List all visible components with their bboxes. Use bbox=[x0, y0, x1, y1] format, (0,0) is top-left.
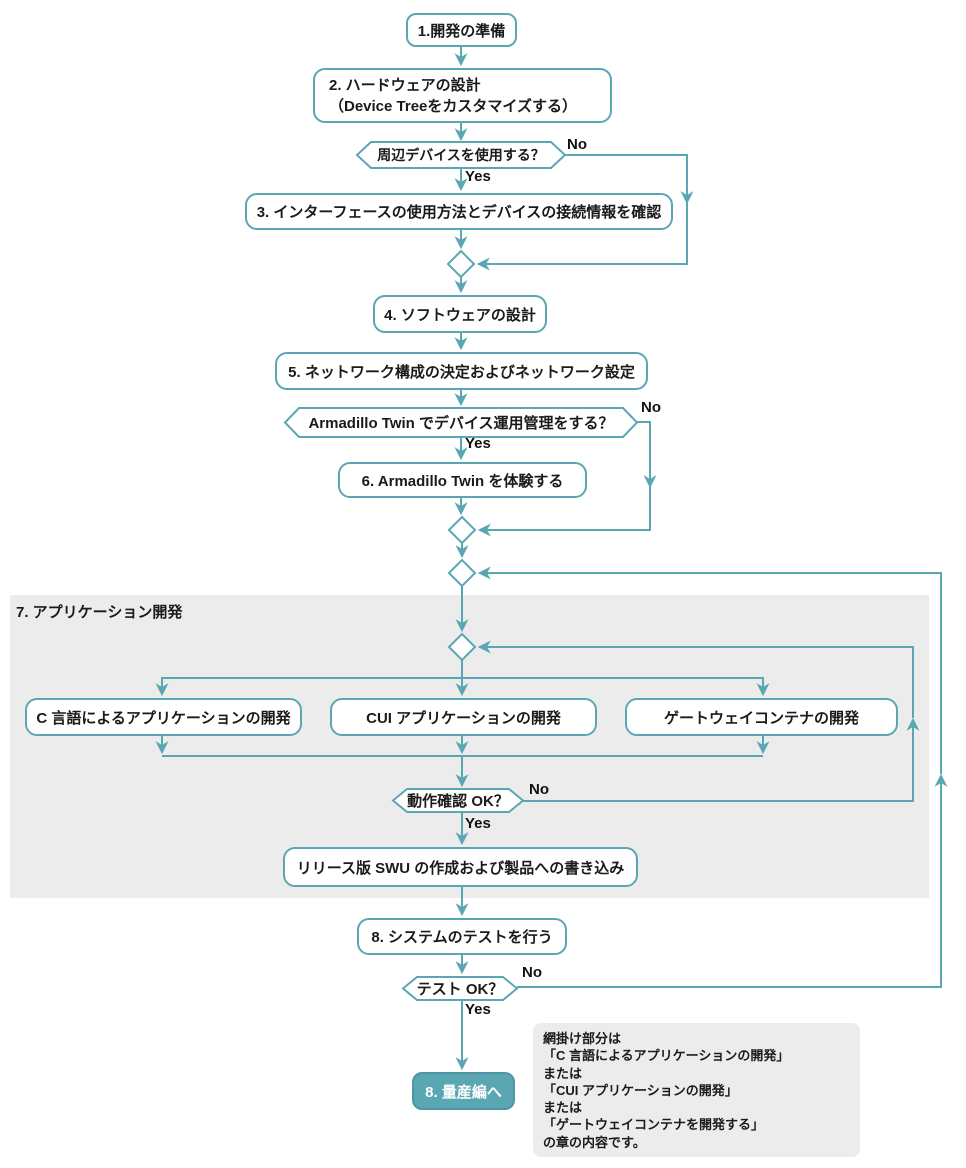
note-line: 網掛け部分は bbox=[543, 1031, 622, 1046]
note-line: または bbox=[543, 1100, 583, 1116]
node-step3-label: 3. インターフェースの使用方法とデバイスの接続情報を確認 bbox=[256, 204, 662, 221]
node-dev-cui: CUI アプリケーションの開発 bbox=[330, 698, 597, 736]
junction-diamond-2 bbox=[447, 515, 477, 545]
node-dev-c-label: C 言語によるアプリケーションの開発 bbox=[36, 709, 291, 727]
label-twin-yes: Yes bbox=[465, 435, 491, 452]
node-step2: 2. ハードウェアの設計 （Device Treeをカスタマイズする） bbox=[313, 68, 612, 123]
label-peripheral-yes: Yes bbox=[465, 168, 491, 185]
node-dev-gateway: ゲートウェイコンテナの開発 bbox=[625, 698, 898, 736]
node-step5: 5. ネットワーク構成の決定およびネットワーク設定 bbox=[275, 352, 648, 390]
node-dev-c: C 言語によるアプリケーションの開発 bbox=[25, 698, 302, 736]
decision-twin-shape bbox=[283, 407, 639, 438]
edge-peripheral-no-1 bbox=[565, 154, 694, 205]
decision-test-label: テスト OK？ bbox=[416, 981, 504, 998]
note-line: または bbox=[543, 1065, 583, 1081]
node-step1-label: 1.開発の準備 bbox=[417, 22, 506, 40]
label-check-yes: Yes bbox=[465, 815, 491, 832]
decision-peripheral-shape bbox=[355, 141, 567, 169]
decision-check-label: 動作確認 OK？ bbox=[407, 793, 509, 810]
node-step4: 4. ソフトウェアの設計 bbox=[373, 295, 547, 333]
node-dev-gateway-label: ゲートウェイコンテナの開発 bbox=[663, 709, 859, 727]
decision-twin-label: Armadillo Twin でデバイス運用管理をする？ bbox=[308, 415, 614, 432]
edge-test-no-1 bbox=[517, 773, 948, 988]
node-step1: 1.開発の準備 bbox=[406, 13, 517, 47]
node-step4-label: 4. ソフトウェアの設計 bbox=[384, 306, 536, 324]
edge-twin-no-2 bbox=[477, 484, 651, 537]
node-step2-line2: （Device Treeをカスタマイズする） bbox=[329, 97, 577, 115]
edge-twin-no-1 bbox=[637, 421, 657, 489]
node-swu-label: リリース版 SWU の作成および製品への書き込み bbox=[296, 859, 625, 877]
edge-check-no-1 bbox=[523, 717, 920, 802]
note-box: 網掛け部分は 「C 言語によるアプリケーションの開発」 または 「CUI アプリ… bbox=[533, 1023, 860, 1157]
edge-branch-c bbox=[155, 677, 462, 697]
node-step6: 6. Armadillo Twin を体験する bbox=[338, 462, 587, 498]
junction-diamond-3 bbox=[447, 558, 477, 588]
note-line: の章の内容です。 bbox=[543, 1134, 646, 1150]
node-step6-label: 6. Armadillo Twin を体験する bbox=[361, 472, 564, 490]
node-dev-cui-label: CUI アプリケーションの開発 bbox=[366, 709, 561, 727]
label-check-no: No bbox=[529, 781, 549, 798]
edge-test-no-2 bbox=[477, 566, 942, 774]
node-step8-test: 8. システムのテストを行う bbox=[357, 918, 567, 955]
label-peripheral-no: No bbox=[567, 136, 587, 153]
edge-check-no-2 bbox=[477, 640, 914, 718]
label-twin-no: No bbox=[641, 399, 661, 416]
node-step2-line1: 2. ハードウェアの設計 bbox=[329, 76, 481, 94]
junction-diamond-4 bbox=[447, 632, 477, 662]
junction-diamond-1 bbox=[446, 249, 476, 279]
node-step8-test-label: 8. システムのテストを行う bbox=[371, 929, 553, 946]
decision-peripheral-label: 周辺デバイスを使用する？ bbox=[377, 147, 545, 163]
edge-branch-gateway bbox=[462, 677, 770, 697]
edge-peripheral-no-2 bbox=[476, 200, 688, 271]
note-line: 「ゲートウェイコンテナを開発する」 bbox=[543, 1117, 765, 1133]
label-test-no: No bbox=[522, 964, 542, 981]
label-test-yes: Yes bbox=[465, 1001, 491, 1018]
node-swu: リリース版 SWU の作成および製品への書き込み bbox=[283, 847, 638, 887]
node-final-mass-production: 8. 量産編へ bbox=[412, 1072, 515, 1110]
node-final-label: 8. 量産編へ bbox=[425, 1083, 502, 1101]
note-line: 「CUI アプリケーションの開発」 bbox=[543, 1082, 738, 1098]
node-step3: 3. インターフェースの使用方法とデバイスの接続情報を確認 bbox=[245, 193, 673, 230]
note-line: 「C 言語によるアプリケーションの開発」 bbox=[543, 1048, 790, 1064]
node-step5-label: 5. ネットワーク構成の決定およびネットワーク設定 bbox=[288, 363, 635, 381]
decision-test-shape bbox=[401, 976, 519, 1001]
section-7-label: 7. アプリケーション開発 bbox=[16, 604, 183, 621]
decision-check-shape bbox=[391, 788, 525, 813]
